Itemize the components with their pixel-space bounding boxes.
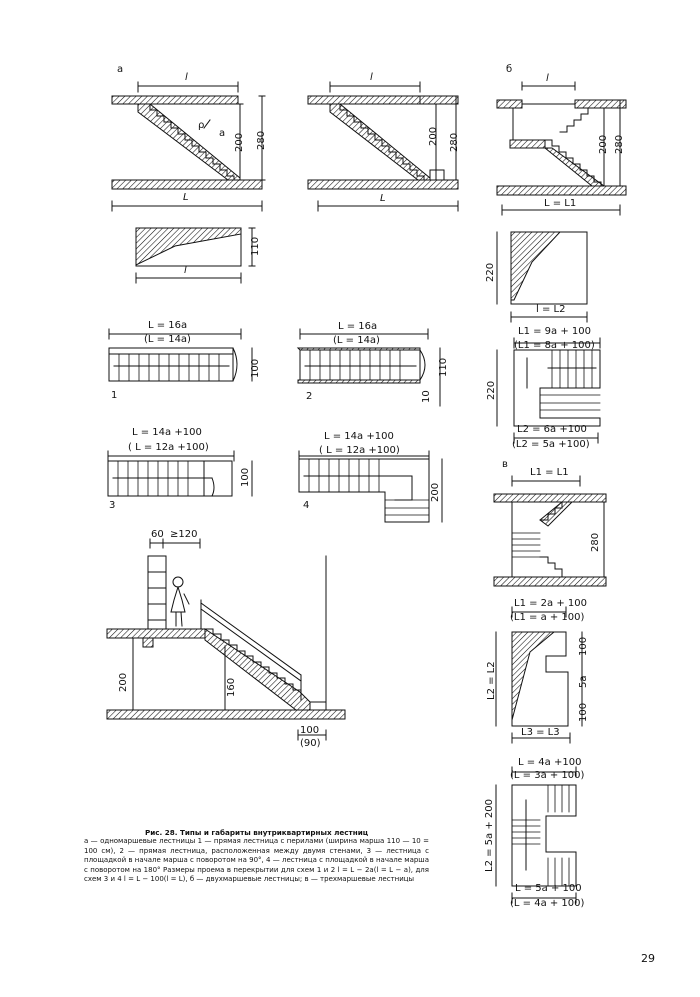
- stair-section-1: [111, 81, 266, 212]
- label-L16a-1: L = 16a: [148, 320, 188, 331]
- label-L-4a100-b: (L = 4a + 100): [510, 898, 585, 909]
- dim-200-elev: 200: [118, 672, 129, 692]
- two-flight-plan: [496, 337, 601, 444]
- dim-5a: 5a: [578, 675, 589, 689]
- dim-100-v2: 100: [578, 702, 589, 722]
- label-a-small: a: [219, 128, 226, 139]
- label-L3-eq-L3: L3 = L3: [521, 727, 560, 738]
- three-flight-plan-1: [495, 606, 583, 744]
- label-L1-9a100: L1 = 9a + 100: [518, 326, 591, 337]
- three-flight-plan-2: [495, 766, 577, 904]
- flight-plan-1: [108, 328, 253, 382]
- dim-200-plan4: 200: [430, 482, 441, 502]
- label-num-1: 1: [111, 390, 118, 401]
- label-L1-eq-L1: L1 = L1: [530, 467, 569, 478]
- stair-section-2: [307, 81, 459, 212]
- dim-90-elev: (90): [300, 738, 321, 749]
- label-a: а: [117, 64, 124, 75]
- dim-220-plan-b: 220: [486, 380, 497, 400]
- label-L2-6a100: L2 = 6a +100: [517, 424, 587, 435]
- label-L2-5a200: L2 = 5a + 200: [484, 799, 495, 872]
- label-L-5a100: L = 5a + 100: [515, 883, 582, 894]
- dim-280-v: 280: [590, 532, 601, 552]
- label-L1-a100: (L1 = a + 100): [510, 612, 585, 623]
- three-flight-section: [493, 475, 607, 587]
- label-num-4: 4: [303, 500, 310, 511]
- label-L1-8a100: (L1 = 8a + 100): [514, 340, 595, 351]
- label-rho: ρ: [198, 120, 205, 131]
- label-L2-eq-L2: L2 = L2: [486, 661, 497, 700]
- label-L-eq-L1: L = L1: [544, 198, 577, 209]
- dim-100-plan1: 100: [250, 358, 261, 378]
- dim-10-plan2: 10: [421, 390, 432, 403]
- flight-plan-3: [107, 450, 253, 497]
- label-L12a100-3: ( L = 12a +100): [128, 442, 209, 453]
- label-L-3a100: (L = 3a + 100): [510, 770, 585, 781]
- label-num-3: 3: [109, 500, 116, 511]
- dim-100-plan3: 100: [240, 467, 251, 487]
- dim-120: ≥120: [170, 529, 198, 540]
- flight-plan-4: [298, 450, 443, 523]
- label-L14a100-4: L = 14a +100: [324, 431, 394, 442]
- label-num-2: 2: [306, 391, 313, 402]
- page-number: 29: [641, 952, 655, 965]
- label-l-3: l: [546, 73, 549, 84]
- label-L-1: L: [183, 192, 189, 203]
- dim-100-elev: 100: [300, 725, 320, 736]
- label-L14a100-3: L = 14a +100: [132, 427, 202, 438]
- label-L16a-2: L = 16a: [338, 321, 378, 332]
- dim-280-2: 280: [449, 132, 460, 152]
- dim-160-elev: 160: [226, 677, 237, 697]
- dim-100-v1: 100: [578, 636, 589, 656]
- label-L14a-2: (L = 14a): [333, 335, 380, 346]
- dim-200-1: 200: [234, 132, 245, 152]
- label-L1-2a100: L1 = 2a + 100: [514, 598, 587, 609]
- opening-plan-1: [135, 227, 256, 284]
- stair-elevation: [106, 538, 346, 741]
- dim-110-plan2: 110: [438, 357, 449, 377]
- dim-220-b: 220: [485, 262, 496, 282]
- dim-280-1: 280: [256, 130, 267, 150]
- label-l-2: l: [370, 72, 373, 83]
- figure-caption: Рис. 28. Типы и габариты внутриквартирны…: [84, 828, 429, 884]
- caption-body: а — одномаршевые лестницы 1 — прямая лес…: [84, 837, 429, 884]
- label-L2-5a100: (L2 = 5a +100): [512, 439, 590, 450]
- caption-title: Рис. 28. Типы и габариты внутриквартирны…: [144, 828, 369, 837]
- label-b: б: [506, 64, 513, 75]
- label-L-2: L: [380, 193, 386, 204]
- label-v: в: [502, 459, 508, 470]
- label-l-plan1: l: [184, 265, 187, 276]
- label-l-eq-L2: l = L2: [536, 304, 566, 315]
- label-L14a-1: (L = 14a): [144, 334, 191, 345]
- label-L-4a100: L = 4a +100: [518, 757, 582, 768]
- label-L12a100-4: ( L = 12a +100): [319, 445, 400, 456]
- dim-280-b: 280: [614, 134, 625, 154]
- opening-plan-b: [496, 231, 588, 323]
- dim-110: 110: [250, 236, 261, 256]
- flight-plan-2: [296, 328, 441, 407]
- dim-200-b: 200: [598, 134, 609, 154]
- dim-60: 60: [151, 529, 164, 540]
- stair-section-b: [496, 81, 627, 216]
- dim-200-2: 200: [428, 126, 439, 146]
- label-l-1: l: [185, 72, 188, 83]
